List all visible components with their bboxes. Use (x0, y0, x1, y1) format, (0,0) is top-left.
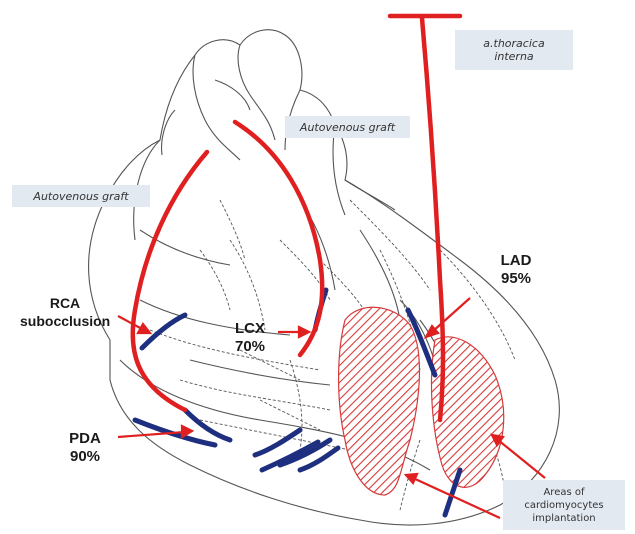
rca-label: RCA subocclusion (20, 294, 110, 330)
rca-name: RCA (20, 294, 110, 312)
lad-label: LAD 95% (488, 252, 544, 288)
areas-arrow-2 (498, 440, 545, 478)
implantation-area-left (339, 307, 420, 495)
pda-segment-2 (185, 410, 230, 440)
graft-left-label-box: Autovenous graft (12, 185, 150, 207)
lad-arrow (432, 298, 470, 332)
pda-percent: 90% (56, 448, 114, 466)
areas-label-line2: cardiomyocytes (524, 499, 603, 512)
rca-subocclusion: subocclusion (20, 312, 110, 330)
thoracica-label-line2: interna (494, 50, 533, 63)
areas-label-line1: Areas of (543, 486, 584, 499)
graft-left-label: Autovenous graft (33, 190, 128, 203)
thoracica-label-box: a.thoracica interna (455, 30, 573, 70)
graft-top-label: Autovenous graft (300, 121, 395, 134)
pda-name: PDA (56, 430, 114, 448)
pda-branch-1 (255, 430, 300, 455)
lcx-label: LCX 70% (228, 320, 272, 356)
areas-label-box: Areas of cardiomyocytes implantation (503, 480, 625, 530)
lcx-name: LCX (228, 320, 272, 338)
lcx-percent: 70% (228, 338, 272, 356)
graft-top-label-box: Autovenous graft (285, 116, 410, 138)
thoracica-label-line1: a.thoracica (483, 37, 544, 50)
lad-percent: 95% (488, 270, 544, 288)
areas-label-line3: implantation (532, 512, 595, 525)
lad-name: LAD (488, 252, 544, 270)
pda-label: PDA 90% (56, 430, 114, 466)
